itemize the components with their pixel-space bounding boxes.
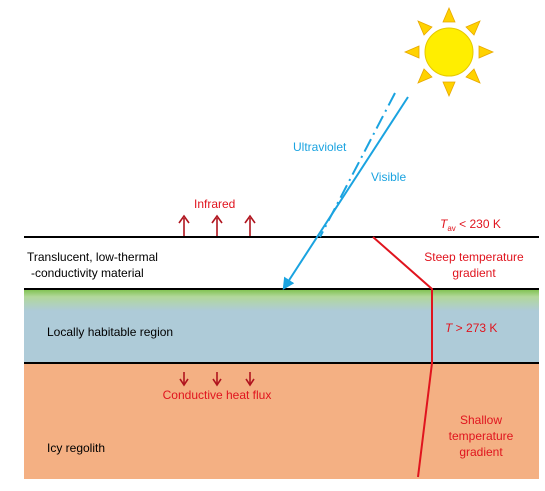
visible-label: Visible: [371, 170, 406, 184]
green-transition-band: [24, 289, 539, 311]
regolith-label: Icy regolith: [47, 441, 105, 455]
infrared-label: Infrared: [194, 197, 235, 211]
ultraviolet-label: Ultraviolet: [293, 140, 347, 154]
ultraviolet-ray-dashed: [319, 92, 396, 238]
habitable-region-label: Locally habitable region: [47, 325, 173, 339]
heat-flux-label: Conductive heat flux: [163, 388, 272, 402]
shallow-gradient-label-1: Shallow: [460, 413, 502, 427]
shallow-gradient-label-2: temperature: [449, 429, 514, 443]
habitable-temperature-label: T > 273 K: [445, 321, 497, 335]
infrared-arrows: [178, 214, 256, 236]
surface-temperature-label: Tav < 230 K: [440, 217, 501, 233]
temperature-profile-line: [372, 236, 433, 478]
sun-icon: [403, 6, 495, 98]
visible-ray-arrow: [282, 96, 409, 291]
regolith-layer: [24, 363, 539, 479]
steep-gradient-label-2: gradient: [452, 266, 496, 280]
shallow-gradient-label-3: gradient: [459, 445, 503, 459]
steep-gradient-label-1: Steep temperature: [424, 250, 524, 264]
translucent-layer-label-1: Translucent, low-thermal: [27, 250, 158, 264]
translucent-layer-label-2: -conductivity material: [31, 266, 144, 280]
heat-flux-arrows: [179, 372, 255, 387]
